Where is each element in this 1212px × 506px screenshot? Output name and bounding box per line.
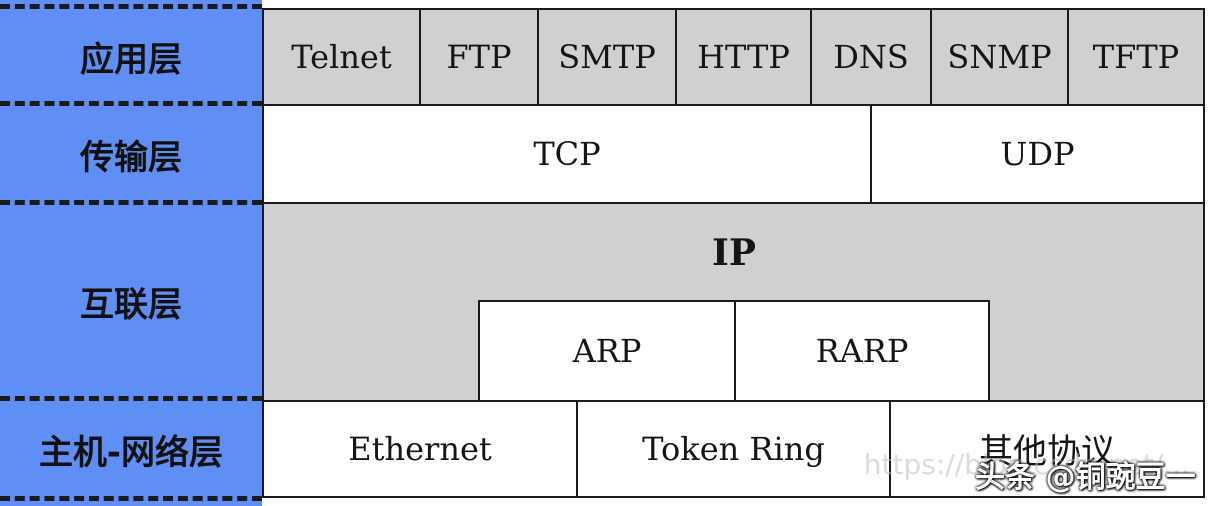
protocol-token-ring: Token Ring <box>576 400 891 498</box>
protocol-ip: IP <box>712 232 756 274</box>
protocol-tftp: TFTP <box>1067 8 1205 106</box>
layer-label-transport: 传输层 <box>80 137 182 178</box>
url-watermark: https://blog.csdn.net/... <box>863 448 1190 481</box>
protocol-ftp: FTP <box>419 8 539 106</box>
layer-divider <box>0 396 262 401</box>
layer-divider <box>0 496 262 501</box>
layer-column <box>0 0 262 506</box>
protocol-arp: ARP <box>478 300 736 402</box>
protocol-dns: DNS <box>810 8 932 106</box>
protocol-telnet: Telnet <box>262 8 421 106</box>
protocol-smtp: SMTP <box>537 8 677 106</box>
protocol-rarp: RARP <box>734 300 990 402</box>
layer-divider <box>0 200 262 205</box>
layer-label-application: 应用层 <box>80 39 182 80</box>
protocol-udp: UDP <box>870 104 1205 204</box>
protocol-snmp: SNMP <box>930 8 1069 106</box>
layer-divider <box>0 101 262 106</box>
layer-label-internet: 互联层 <box>80 284 182 325</box>
protocol-ethernet: Ethernet <box>262 400 578 498</box>
layer-divider <box>0 4 262 9</box>
protocol-other: 其他协议 <box>889 400 1205 498</box>
protocol-tcp: TCP <box>262 104 872 204</box>
brand-watermark: 头条 @铜豌豆一 <box>975 460 1196 495</box>
layer-label-host-network: 主机-网络层 <box>38 432 224 473</box>
protocol-http: HTTP <box>675 8 812 106</box>
